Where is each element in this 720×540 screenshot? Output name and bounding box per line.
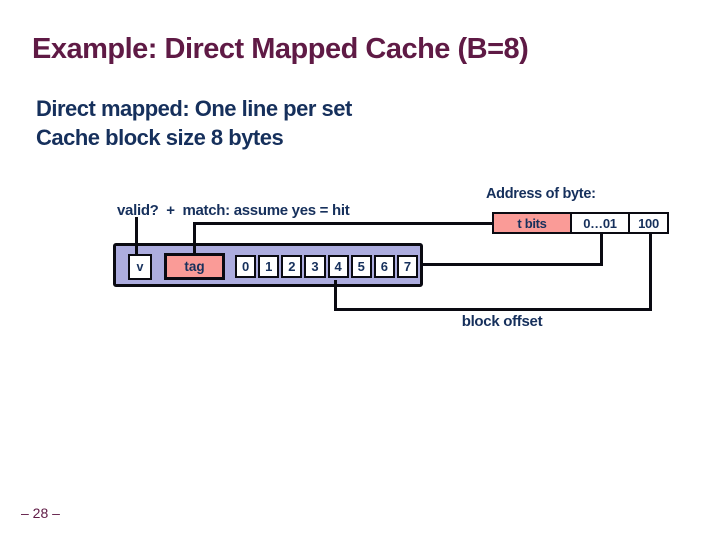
valid-match-label: valid? + match: assume yes = hit [117,202,350,219]
connector-offset-horizontal [334,308,652,311]
valid-bit-box: v [128,254,152,280]
connector-offset-vertical-right [649,233,652,311]
subtitle-line-1: Direct mapped: One line per set [36,96,352,121]
slide-title: Example: Direct Mapped Cache (B=8) [32,33,529,65]
address-field-set-index: 0…01 [570,212,630,234]
slide-subtitle: Direct mapped: One line per set Cache bl… [36,94,352,152]
byte-box-1: 1 [258,255,280,278]
byte-box-4: 4 [327,255,349,278]
byte-box-0: 0 [235,255,257,278]
connector-valid-to-vbox [135,217,138,254]
subtitle-line-2: Cache block size 8 bytes [36,125,284,150]
connector-match-to-tag-vertical [193,222,196,254]
byte-box-3: 3 [304,255,326,278]
byte-box-2: 2 [281,255,303,278]
byte-box-7: 7 [396,255,418,278]
byte-boxes: 0 1 2 3 4 5 6 7 [235,255,418,278]
byte-box-6: 6 [373,255,395,278]
address-of-byte-label: Address of byte: [486,186,596,202]
connector-setindex-vertical [600,233,603,266]
tag-box: tag [164,253,225,280]
connector-setindex-to-cacheline-horizontal [420,263,603,266]
block-offset-label: block offset [461,313,543,330]
address-fields: t bits 0…01 100 [492,212,669,234]
connector-offset-vertical-to-byte4 [334,280,337,311]
address-field-tag-bits: t bits [492,212,572,234]
cache-line-box: v tag 0 1 2 3 4 5 6 7 [113,243,423,287]
page-number: – 28 – [21,505,60,521]
connector-tag-to-tbits-horizontal [193,222,494,225]
byte-box-5: 5 [350,255,372,278]
address-field-block-offset: 100 [628,212,669,234]
